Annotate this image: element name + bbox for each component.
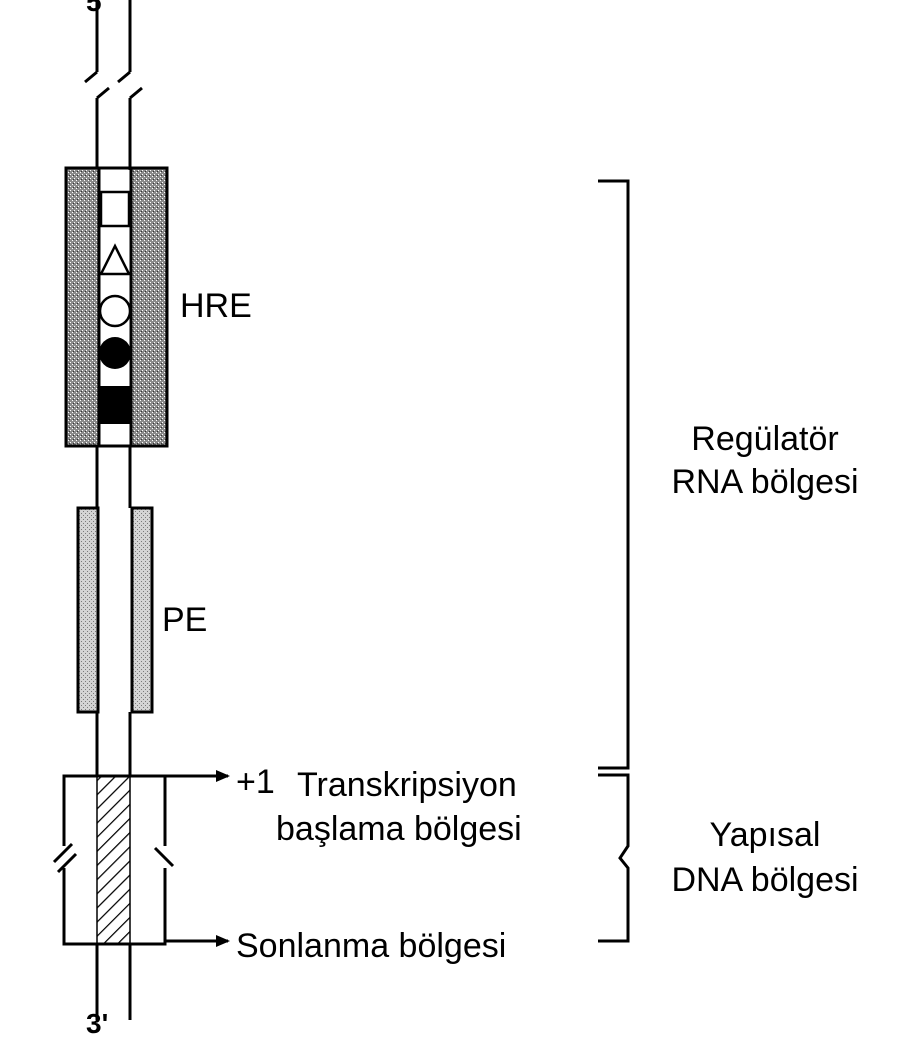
structural-bracket <box>598 773 630 943</box>
structural-gene-box <box>52 774 175 946</box>
arrows <box>165 770 230 947</box>
three-prime-label: 3' <box>86 1008 109 1039</box>
hre-site-open-square <box>99 190 131 228</box>
hre-element <box>64 166 169 448</box>
dna-strands <box>95 0 132 1020</box>
pe-box-left <box>76 506 100 714</box>
pe-label: PE <box>162 601 208 639</box>
hre-label: HRE <box>180 287 252 325</box>
hre-box-right <box>129 166 169 448</box>
hre-site-filled-square <box>100 386 130 424</box>
break-marks-top <box>84 70 143 100</box>
pe-box-right <box>130 506 154 714</box>
five-prime-label: 5' <box>86 0 109 17</box>
regulatory-region-line2: RNA bölgesi <box>671 463 859 501</box>
termination-label: Sonlanma bölgesi <box>236 927 507 965</box>
hre-site-open-circle <box>98 294 132 328</box>
hre-site-triangle <box>98 243 132 276</box>
hre-box-left <box>64 166 101 448</box>
start-region-line2: başlama bölgesi <box>276 810 522 848</box>
regulatory-bracket <box>598 179 630 770</box>
start-marker-label: +1 <box>236 763 275 801</box>
structural-region-line2: DNA bölgesi <box>671 861 859 899</box>
pe-element <box>76 506 154 714</box>
regulatory-region-line1: Regülatör <box>691 420 839 458</box>
structural-region-line1: Yapısal <box>709 816 821 854</box>
structural-box-hatch <box>97 776 130 944</box>
gene-structure-diagram <box>52 0 630 1020</box>
hre-site-filled-circle <box>99 337 131 369</box>
start-region-line1: Transkripsiyon <box>297 766 517 804</box>
